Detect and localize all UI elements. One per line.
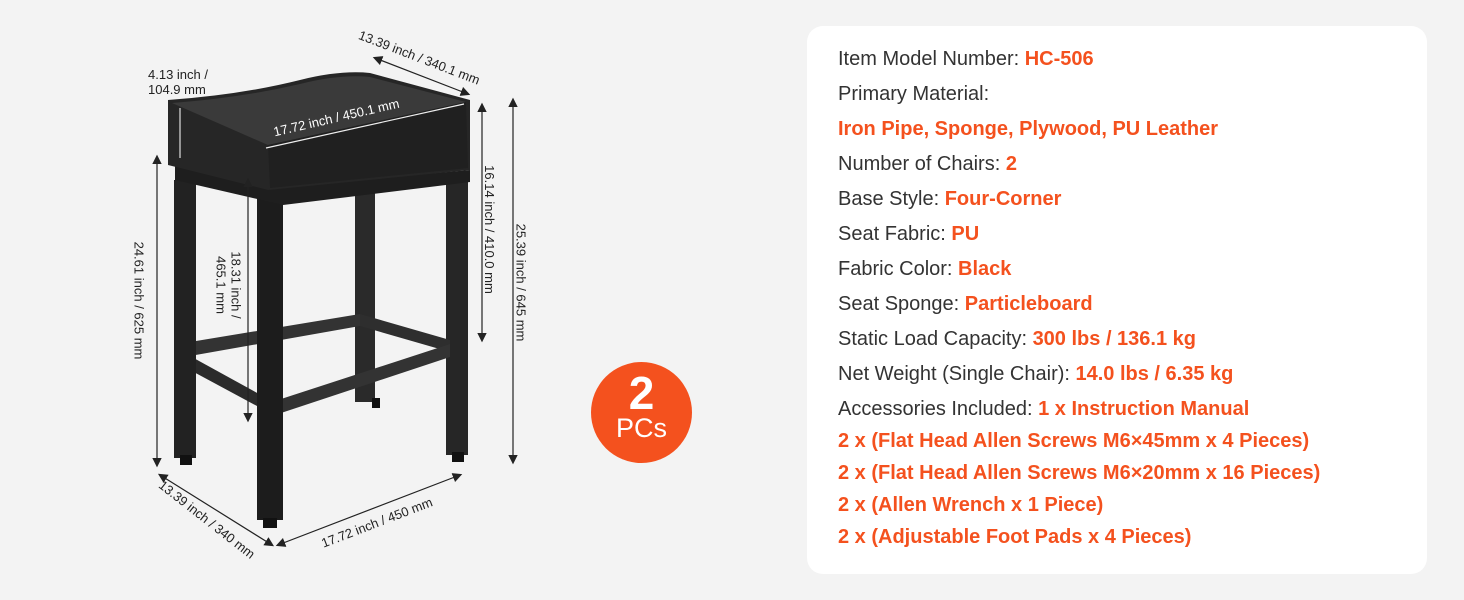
spec-accessories: Accessories Included: 1 x Instruction Ma… [838,395,1320,427]
spec-value: HC-506 [1024,48,1094,70]
spec-material-value: Iron Pipe, Sponge, Plywood, PU Leather [838,115,1320,150]
back-height-label: 25.39 inch / 645 mm [513,223,529,342]
spec-value: Particleboard [964,293,1093,315]
spec-label: Net Weight (Single Chair): [838,363,1076,385]
accessory-item: 2 x (Flat Head Allen Screws M6×45mm x 4 … [838,430,1310,452]
spec-label: Seat Fabric: [838,223,952,245]
spec-value: 300 lbs / 136.1 kg [1032,328,1196,350]
accessory-item: 2 x (Allen Wrench x 1 Piece) [838,494,1104,516]
footrest-height-label: 18.31 inch / 465.1 mm [214,251,244,318]
spec-label: Seat Sponge: [838,293,965,315]
footrest-height-line1: 18.31 inch / [228,251,244,319]
spec-value: PU [951,223,980,245]
spec-load-capacity: Static Load Capacity: 300 lbs / 136.1 kg [838,325,1320,360]
spec-fabric-color: Fabric Color: Black [838,255,1320,290]
footrest-height-line2: 465.1 mm [213,256,229,314]
quantity-badge: 2 PCs [591,362,692,463]
spec-seat-sponge: Seat Sponge: Particleboard [838,290,1320,325]
seat-thickness-line1: 4.13 inch / [148,67,208,82]
spec-value: Four-Corner [944,188,1062,210]
spec-seat-fabric: Seat Fabric: PU [838,220,1320,255]
spec-label: Number of Chairs: [838,153,1006,175]
badge-unit: PCs [615,413,667,443]
spec-value: 1 x Instruction Manual [1038,398,1250,420]
spec-label: Fabric Color: [838,258,959,280]
accessory-item: 2 x (Flat Head Allen Screws M6×20mm x 16… [838,462,1321,484]
spec-value: 14.0 lbs / 6.35 kg [1075,363,1234,385]
seat-thickness-label: 4.13 inch / 104.9 mm [148,67,208,97]
spec-model: Item Model Number: HC-506 [838,45,1320,80]
bar-stool-illustration [152,56,518,547]
spec-value: Black [958,258,1012,280]
accessory-item: 2 x (Adjustable Foot Pads x 4 Pieces) [838,526,1192,548]
spec-list: Item Model Number: HC-506 Primary Materi… [838,45,1320,555]
leg-height-label: 16.14 inch / 410.0 mm [481,165,497,294]
spec-label: Primary Material: [838,83,990,105]
spec-material: Primary Material: [838,80,1320,115]
badge-count: 2 [628,367,655,419]
spec-label: Item Model Number: [838,48,1025,70]
overall-height-label: 24.61 inch / 625 mm [131,241,147,360]
seat-thickness-line2: 104.9 mm [148,82,206,97]
spec-label: Base Style: [838,188,945,210]
spec-chairs: Number of Chairs: 2 [838,150,1320,185]
spec-base-style: Base Style: Four-Corner [838,185,1320,220]
spec-net-weight: Net Weight (Single Chair): 14.0 lbs / 6.… [838,360,1320,395]
spec-panel: Item Model Number: HC-506 Primary Materi… [807,26,1427,574]
spec-value: Iron Pipe, Sponge, Plywood, PU Leather [838,118,1219,140]
spec-label: Static Load Capacity: [838,328,1033,350]
spec-label: Accessories Included: [838,398,1039,420]
spec-value: 2 [1005,153,1017,175]
